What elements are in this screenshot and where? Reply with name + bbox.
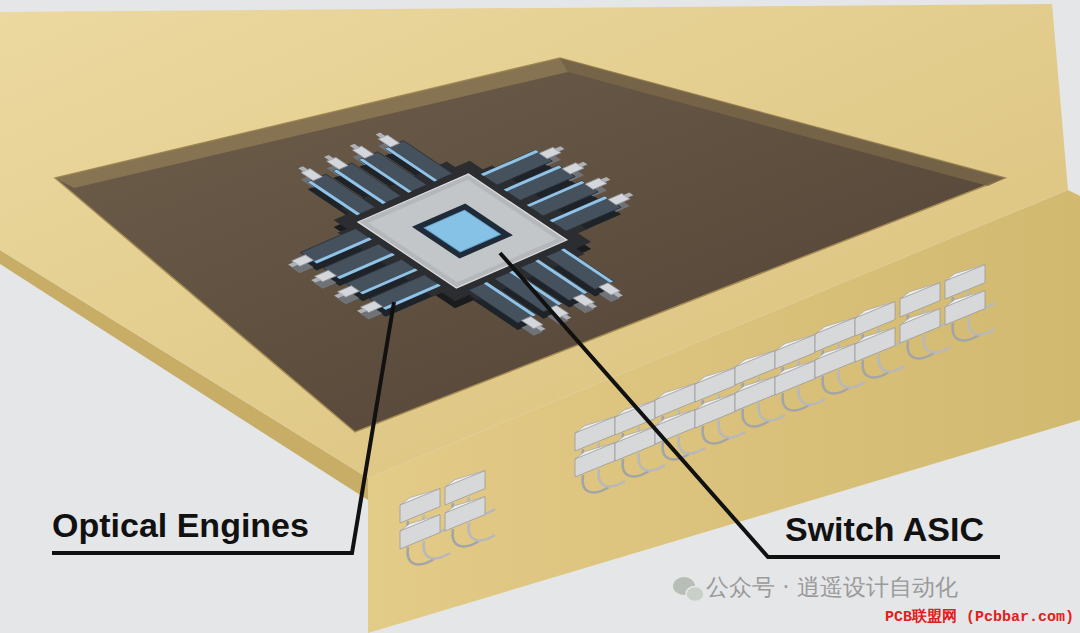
watermark: PCB联盟网 (Pcbbar.com)	[885, 609, 1074, 626]
lead	[945, 291, 995, 341]
asic-lid-bevel	[368, 180, 556, 283]
watermark: 公众号 · 逍遥设计自动化	[706, 574, 958, 600]
asic-die-frame	[412, 203, 513, 258]
asic-die	[424, 210, 501, 252]
cavity-inner-wall	[560, 58, 1005, 186]
frame-top-face	[0, 4, 1068, 478]
wechat-icon	[673, 577, 704, 602]
optical-engine	[550, 188, 640, 231]
lead	[400, 515, 450, 565]
lead	[900, 309, 950, 359]
optical-engine	[369, 130, 453, 182]
optical-engine	[351, 275, 441, 318]
callout-label: Switch ASIC	[785, 510, 984, 549]
switch-package	[205, 90, 720, 371]
substrate-cavity	[55, 58, 1005, 432]
icon-bubble	[686, 587, 704, 602]
package-leads	[400, 265, 995, 565]
callout-label: Optical Engines	[52, 506, 309, 545]
chip-shadow	[215, 103, 709, 373]
asic-lid	[358, 174, 567, 288]
lead	[445, 497, 495, 547]
leader-line	[52, 302, 394, 553]
optical-engine	[546, 248, 630, 300]
lead	[855, 328, 905, 378]
leader-line	[500, 253, 1000, 557]
